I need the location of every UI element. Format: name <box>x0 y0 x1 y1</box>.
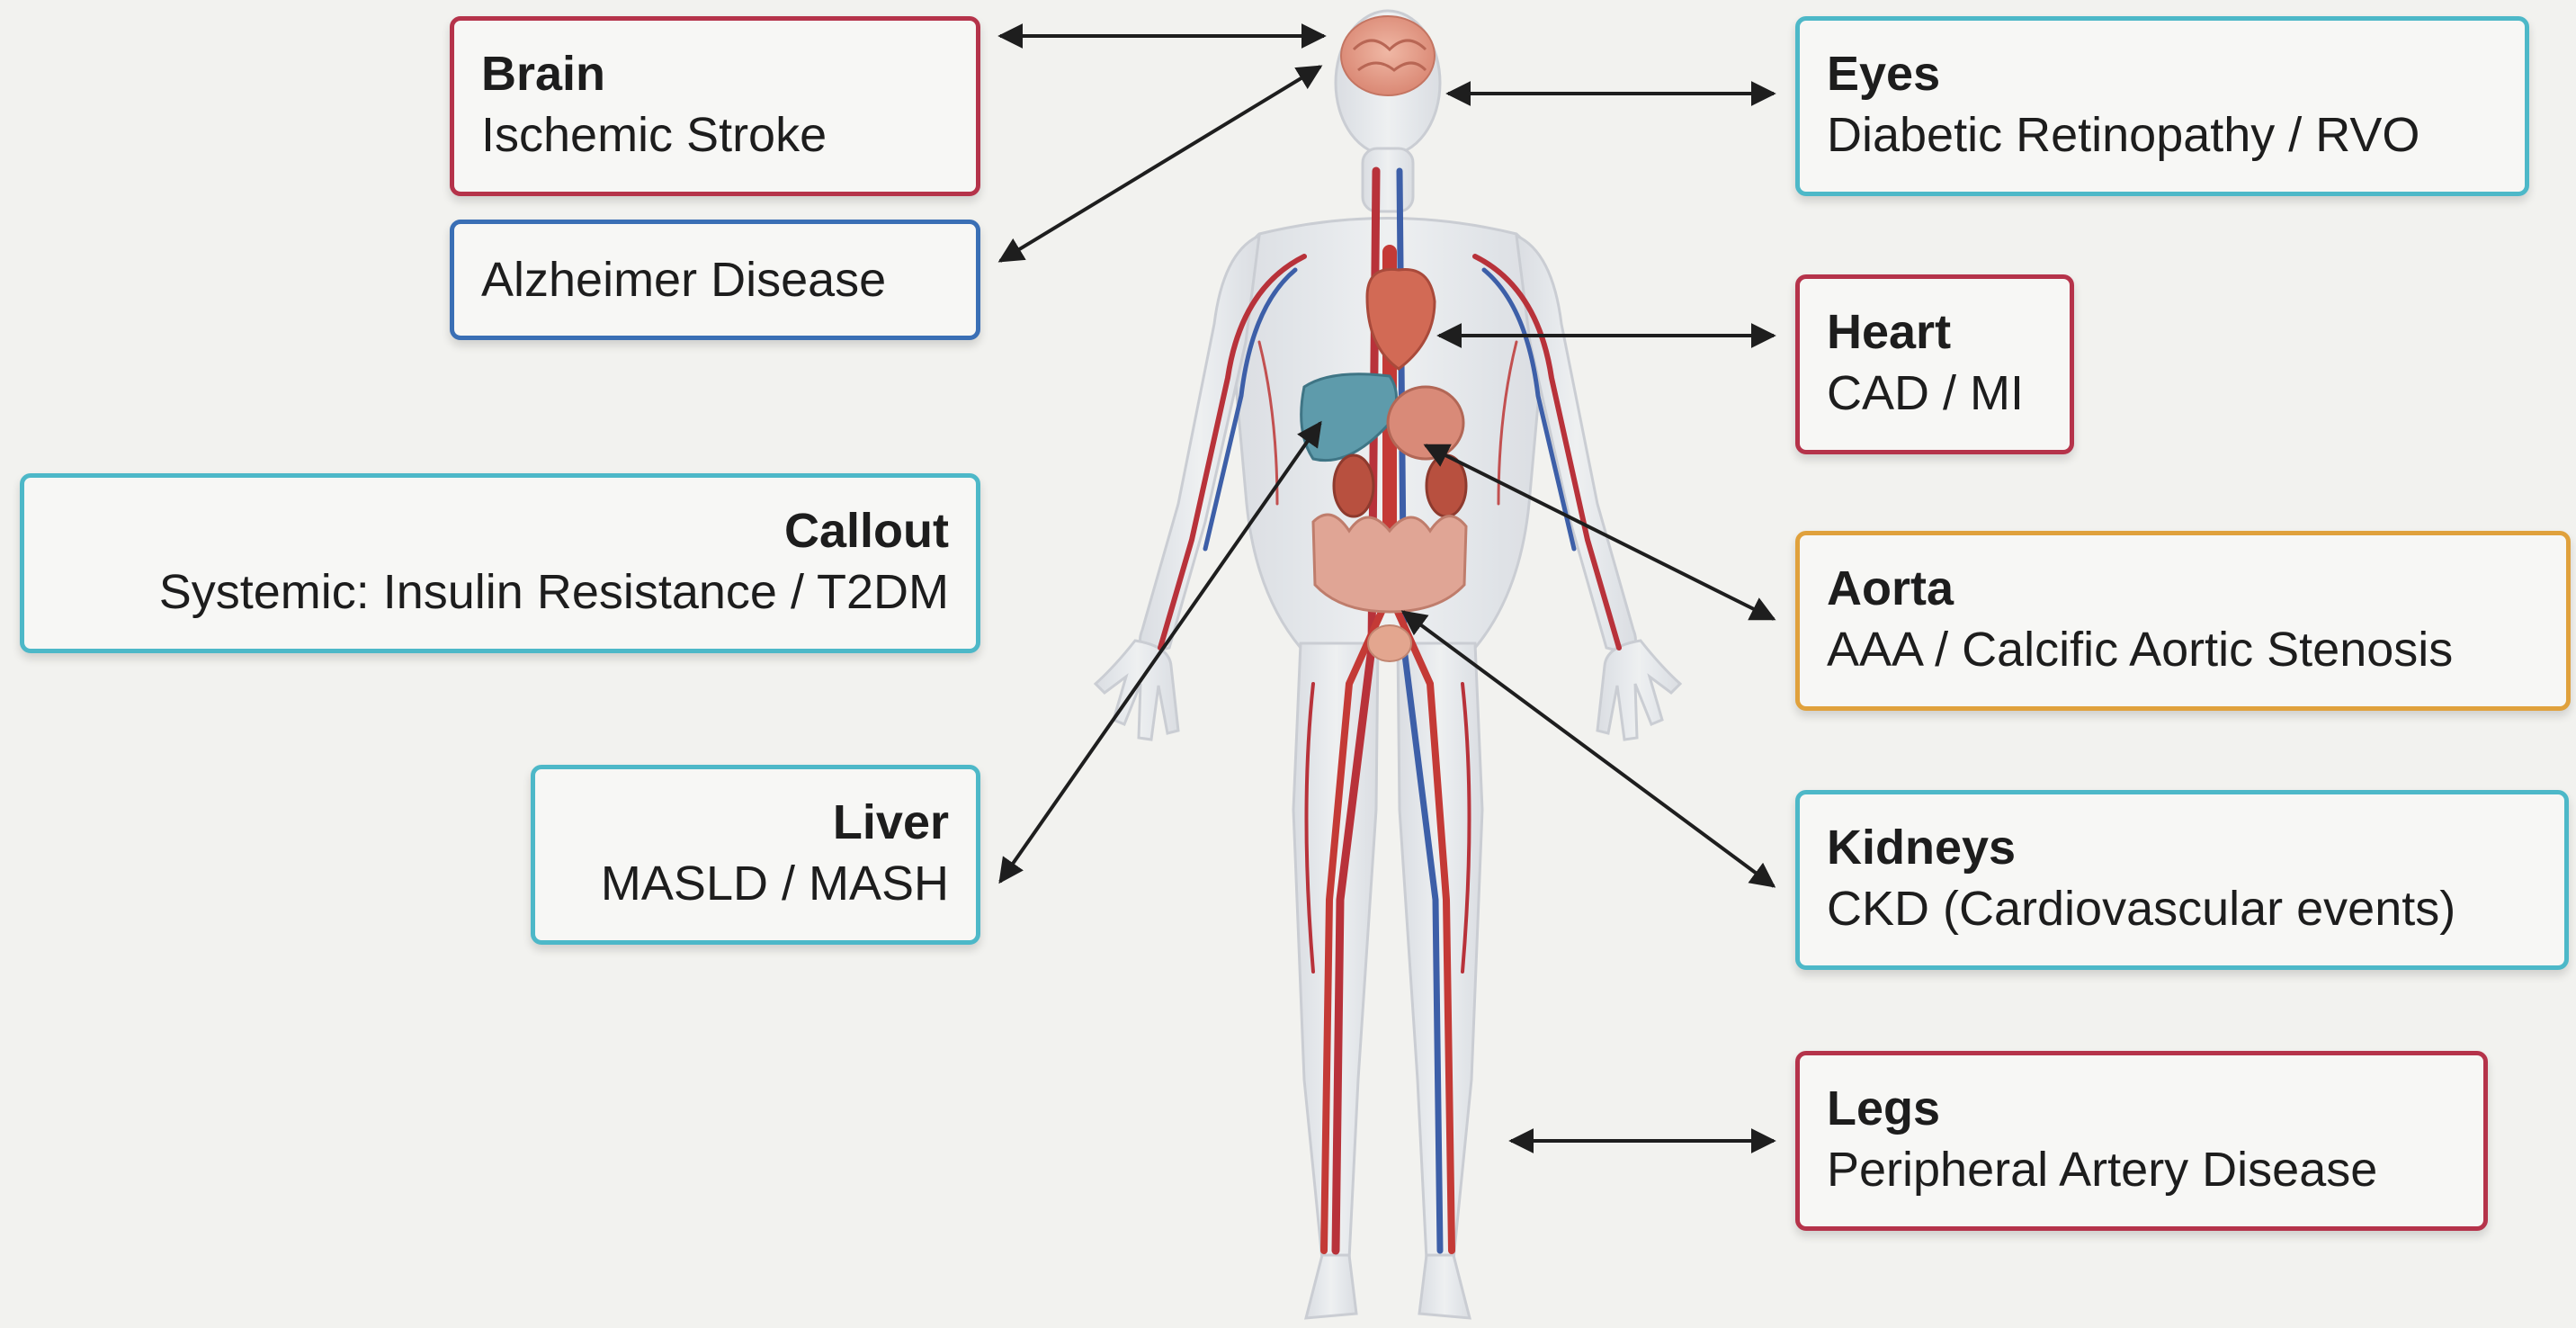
left-kidney <box>1334 455 1373 516</box>
brain-desc: Ischemic Stroke <box>481 103 949 166</box>
eyes-desc: Diabetic Retinopathy / RVO <box>1827 103 2498 166</box>
callout-desc: Systemic: Insulin Resistance / T2DM <box>51 561 949 624</box>
legs-desc: Peripheral Artery Disease <box>1827 1138 2456 1201</box>
eyes-label-box: Eyes Diabetic Retinopathy / RVO <box>1795 16 2529 196</box>
stomach-organ <box>1388 387 1463 459</box>
callout-title: Callout <box>51 501 949 561</box>
alzheimer-desc: Alzheimer Disease <box>481 248 886 311</box>
right-kidney <box>1427 455 1466 516</box>
heart-title: Heart <box>1827 302 2043 362</box>
brain-label-box: Brain Ischemic Stroke <box>450 16 980 196</box>
heart-desc: CAD / MI <box>1827 362 2043 425</box>
legs-label-box: Legs Peripheral Artery Disease <box>1795 1051 2488 1231</box>
body-silhouette <box>1096 11 1680 1318</box>
callout-label-box: Callout Systemic: Insulin Resistance / T… <box>20 473 980 653</box>
legs-title: Legs <box>1827 1079 2456 1138</box>
eyes-title: Eyes <box>1827 44 2498 103</box>
brain-title: Brain <box>481 44 949 103</box>
liver-title: Liver <box>562 793 949 852</box>
heart-label-box: Heart CAD / MI <box>1795 274 2074 454</box>
bladder-organ <box>1368 625 1411 661</box>
alzheimer-label-box: Alzheimer Disease <box>450 220 980 340</box>
liver-desc: MASLD / MASH <box>562 852 949 915</box>
aorta-title: Aorta <box>1827 559 2539 618</box>
aorta-desc: AAA / Calcific Aortic Stenosis <box>1827 618 2539 681</box>
liver-label-box: Liver MASLD / MASH <box>531 765 980 945</box>
aorta-label-box: Aorta AAA / Calcific Aortic Stenosis <box>1795 531 2571 711</box>
intestines <box>1313 515 1466 612</box>
brain-organ <box>1341 16 1435 95</box>
kidneys-label-box: Kidneys CKD (Cardiovascular events) <box>1795 790 2569 970</box>
kidneys-desc: CKD (Cardiovascular events) <box>1827 877 2537 940</box>
kidneys-title: Kidneys <box>1827 818 2537 877</box>
